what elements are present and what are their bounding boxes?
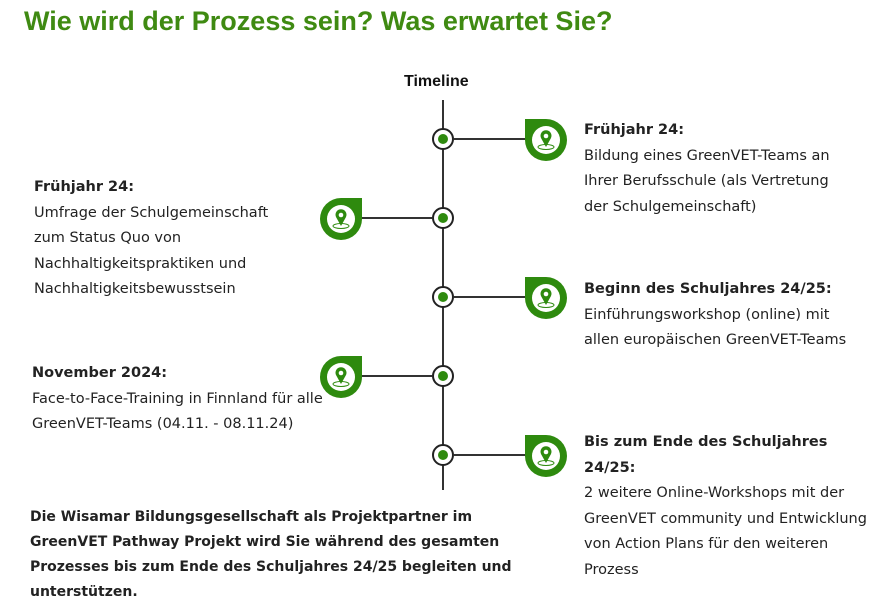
connector-line (454, 454, 526, 456)
timeline-node (432, 207, 454, 229)
timeline-label: Timeline (404, 73, 469, 90)
connector-line (360, 217, 432, 219)
event-heading: Frühjahr 24: (34, 179, 135, 195)
connector-line (454, 138, 526, 140)
map-pin-icon (532, 442, 560, 470)
event-description: Bildung eines GreenVET-Teams an Ihrer Be… (584, 147, 830, 215)
event-description: Einführungsworkshop (online) mit allen e… (584, 306, 847, 349)
timeline-node (432, 286, 454, 308)
map-pin-icon (327, 363, 355, 391)
event-heading: November 2024: (32, 365, 168, 381)
event-text: Frühjahr 24: Bildung eines GreenVET-Teams… (584, 118, 854, 220)
map-pin-icon (327, 205, 355, 233)
event-heading: Beginn des Schuljahres 24/25: (584, 281, 832, 297)
timeline-node (432, 365, 454, 387)
event-text: Bis zum Ende des Schuljahres 24/25: 2 wei… (584, 430, 874, 583)
map-pin-icon (532, 284, 560, 312)
map-pin-icon (532, 126, 560, 154)
event-text: Beginn des Schuljahres 24/25: Einführungs… (584, 277, 854, 354)
connector-line (360, 375, 432, 377)
event-heading: Frühjahr 24: (584, 122, 685, 138)
footer-text: Die Wisamar Bildungsgesellschaft als Pro… (30, 509, 512, 600)
event-description: 2 weitere Online-Workshops mit der Green… (584, 485, 867, 578)
event-text: Frühjahr 24: Umfrage der Schulgemeinschaf… (34, 175, 294, 303)
milestone-marker (525, 277, 567, 319)
milestone-marker (525, 435, 567, 477)
timeline-node (432, 444, 454, 466)
event-description: Umfrage der Schulgemeinschaft zum Status… (34, 204, 269, 298)
event-heading: Bis zum Ende des Schuljahres 24/25: (584, 434, 828, 476)
milestone-marker (320, 356, 362, 398)
event-text: November 2024: Face-to-Face-Training in F… (32, 361, 352, 438)
milestone-marker (525, 119, 567, 161)
connector-line (454, 296, 526, 298)
milestone-marker (320, 198, 362, 240)
event-description: Face-to-Face-Training in Finnland für al… (32, 390, 323, 433)
page-title: Wie wird der Prozess sein? Was erwartet … (24, 6, 613, 36)
timeline-node (432, 128, 454, 150)
